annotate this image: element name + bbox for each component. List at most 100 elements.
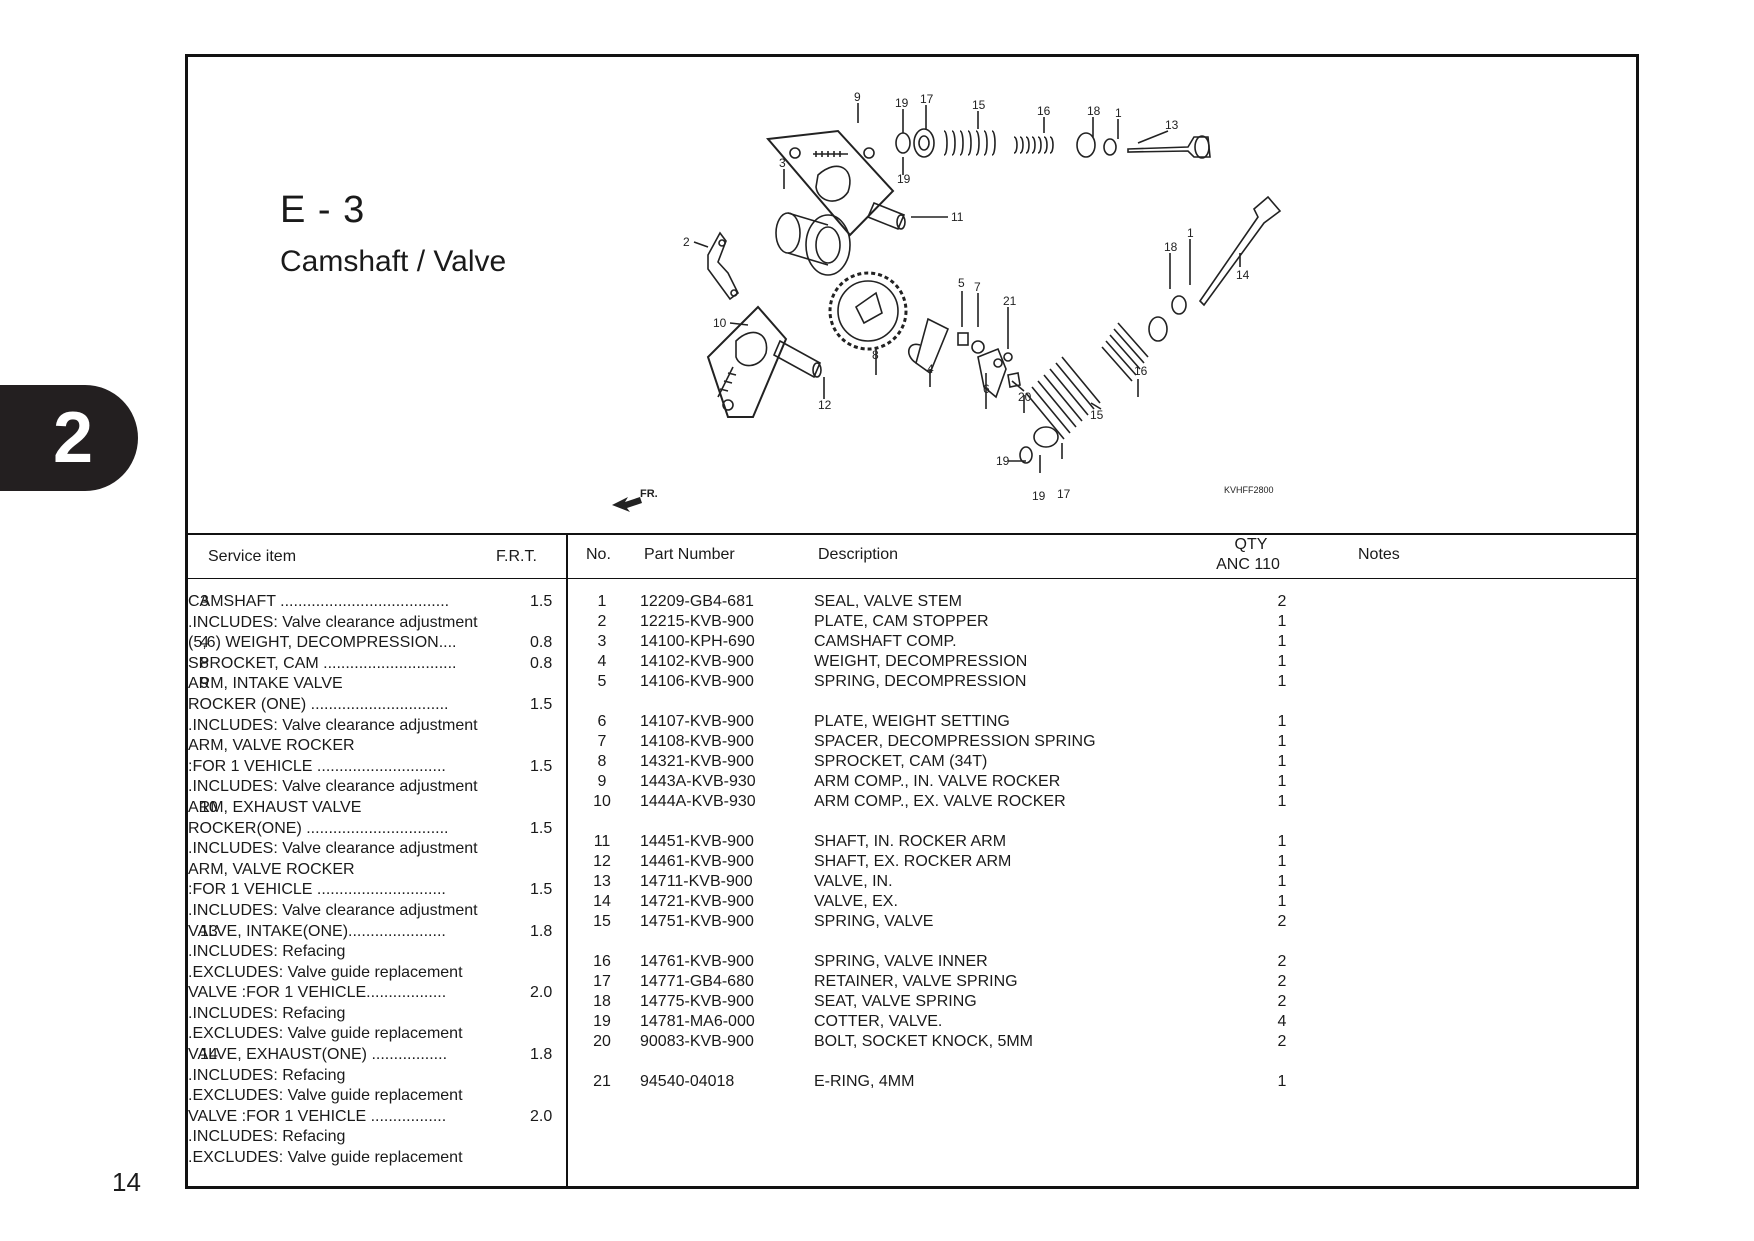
part-description: RETAINER, VALVE SPRING xyxy=(814,973,1018,990)
part-number: 90083-KVB-900 xyxy=(640,1033,754,1050)
part-ref-number: 13 xyxy=(593,873,611,890)
svg-text:11: 11 xyxy=(951,210,964,224)
part-description: SPRING, VALVE INNER xyxy=(814,953,988,970)
service-item-text: ROCKER (ONE) ...........................… xyxy=(188,695,449,713)
svg-text:7: 7 xyxy=(974,280,981,294)
part-description: CAMSHAFT COMP. xyxy=(814,633,957,650)
service-table-header: Service item F.R.T. xyxy=(188,533,566,579)
part-ref-number: 7 xyxy=(597,733,607,750)
part-quantity: 1 xyxy=(1277,733,1287,750)
part-ref-number: 6 xyxy=(597,713,607,730)
weight-setting-plate xyxy=(977,347,1007,399)
section-title: Camshaft / Valve xyxy=(280,245,507,278)
service-item-text: ARM, INTAKE VALVE xyxy=(188,675,343,693)
part-number: 1444A-KVB-930 xyxy=(640,793,756,810)
frt-value: 0.8 xyxy=(530,654,553,672)
part-quantity: 1 xyxy=(1277,873,1287,890)
svg-text:17: 17 xyxy=(920,92,934,106)
service-item-text: :FOR 1 VEHICLE .........................… xyxy=(188,757,446,775)
part-quantity: 1 xyxy=(1277,853,1287,870)
exploded-parts-diagram: 9 19 17 15 16 18 1 13 3 19 11 2 1 18 14 … xyxy=(612,90,1282,512)
svg-text:16: 16 xyxy=(1134,364,1148,378)
rocker-arm-exhaust-outline xyxy=(706,305,788,418)
exhaust-valve xyxy=(1198,195,1282,307)
svg-text:18: 18 xyxy=(1164,240,1178,254)
part-ref-number: 17 xyxy=(593,973,611,990)
part-description: SPRING, DECOMPRESSION xyxy=(814,673,1027,690)
svg-text:9: 9 xyxy=(854,90,861,104)
rocker-arm-intake-outline xyxy=(766,129,895,237)
service-row: ROCKER(ONE) ............................… xyxy=(188,819,568,840)
part-quantity: 1 xyxy=(1277,753,1287,770)
svg-text:19: 19 xyxy=(1032,489,1046,503)
service-row: .EXCLUDES: Valve guide replacement xyxy=(188,1024,568,1045)
part-number: 94540-04018 xyxy=(640,1073,735,1090)
part-number: 14781-MA6-000 xyxy=(640,1013,755,1030)
part-number: 14106-KVB-900 xyxy=(640,673,754,690)
part-ref-number: 10 xyxy=(593,793,611,810)
svg-text:19: 19 xyxy=(996,454,1010,468)
svg-text:12: 12 xyxy=(818,398,832,412)
frt-value: 1.5 xyxy=(530,757,553,775)
no-header: No. xyxy=(586,546,611,563)
part-row xyxy=(568,1052,1636,1072)
frt-value: 1.8 xyxy=(530,1046,553,1064)
service-item-text: ROCKER(ONE) ............................… xyxy=(188,819,449,837)
part-description: SPROCKET, CAM (34T) xyxy=(814,753,988,770)
svg-text:3: 3 xyxy=(779,156,786,170)
service-item-text: .EXCLUDES: Valve guide replacement xyxy=(188,1025,463,1043)
part-number: 14711-KVB-900 xyxy=(640,873,753,890)
parts-list-panel: No. Part Number Description QTY ANC 110 … xyxy=(568,533,1636,1186)
svg-text:21: 21 xyxy=(1003,294,1017,308)
svg-text:4: 4 xyxy=(927,362,934,376)
svg-text:1: 1 xyxy=(1115,106,1122,120)
part-description: SEAL, VALVE STEM xyxy=(814,593,962,610)
service-item-text: .INCLUDES: Refacing xyxy=(188,1004,346,1022)
part-description: PLATE, CAM STOPPER xyxy=(814,613,989,630)
section-code: E - 3 xyxy=(280,189,366,231)
service-row: 4(5,6) WEIGHT, DECOMPRESSION....0.8 xyxy=(188,633,568,654)
service-item-text: VALVE :FOR 1 VEHICLE.................. xyxy=(188,984,447,1002)
svg-text:1: 1 xyxy=(1187,226,1194,240)
front-direction-marker: FR. xyxy=(612,488,658,512)
part-ref-number: 19 xyxy=(593,1013,611,1030)
service-row: .INCLUDES: Valve clearance adjustment xyxy=(188,777,568,798)
svg-text:8: 8 xyxy=(872,348,879,362)
svg-text:17: 17 xyxy=(1057,487,1071,501)
service-item-header: Service item xyxy=(208,548,297,565)
service-row: VALVE :FOR 1 VEHICLE..................2.… xyxy=(188,983,568,1004)
service-row: .INCLUDES: Refacing xyxy=(188,942,568,963)
page-number: 14 xyxy=(112,1167,141,1197)
part-number: 14721-KVB-900 xyxy=(640,893,754,910)
frt-value: 1.5 xyxy=(530,881,553,899)
part-number: 14761-KVB-900 xyxy=(640,953,754,970)
part-quantity: 1 xyxy=(1277,653,1287,670)
part-description: SEAT, VALVE SPRING xyxy=(814,993,977,1010)
service-item-text: (5,6) WEIGHT, DECOMPRESSION.... xyxy=(188,634,457,652)
svg-text:14: 14 xyxy=(1236,268,1250,282)
part-ref-number: 4 xyxy=(597,653,607,670)
part-number-header: Part Number xyxy=(644,546,735,563)
service-row: .EXCLUDES: Valve guide replacement xyxy=(188,1148,568,1169)
service-item-text: ARM, VALVE ROCKER xyxy=(188,737,355,755)
part-quantity: 2 xyxy=(1277,953,1287,970)
camshaft-drawing xyxy=(775,212,851,276)
frt-value: 1.5 xyxy=(530,593,553,610)
service-row: .INCLUDES: Refacing xyxy=(188,1066,568,1087)
svg-text:6: 6 xyxy=(983,382,990,396)
part-description: VALVE, IN. xyxy=(814,873,893,890)
service-row: ARM, VALVE ROCKER xyxy=(188,860,568,881)
part-number: 14102-KVB-900 xyxy=(640,653,754,670)
